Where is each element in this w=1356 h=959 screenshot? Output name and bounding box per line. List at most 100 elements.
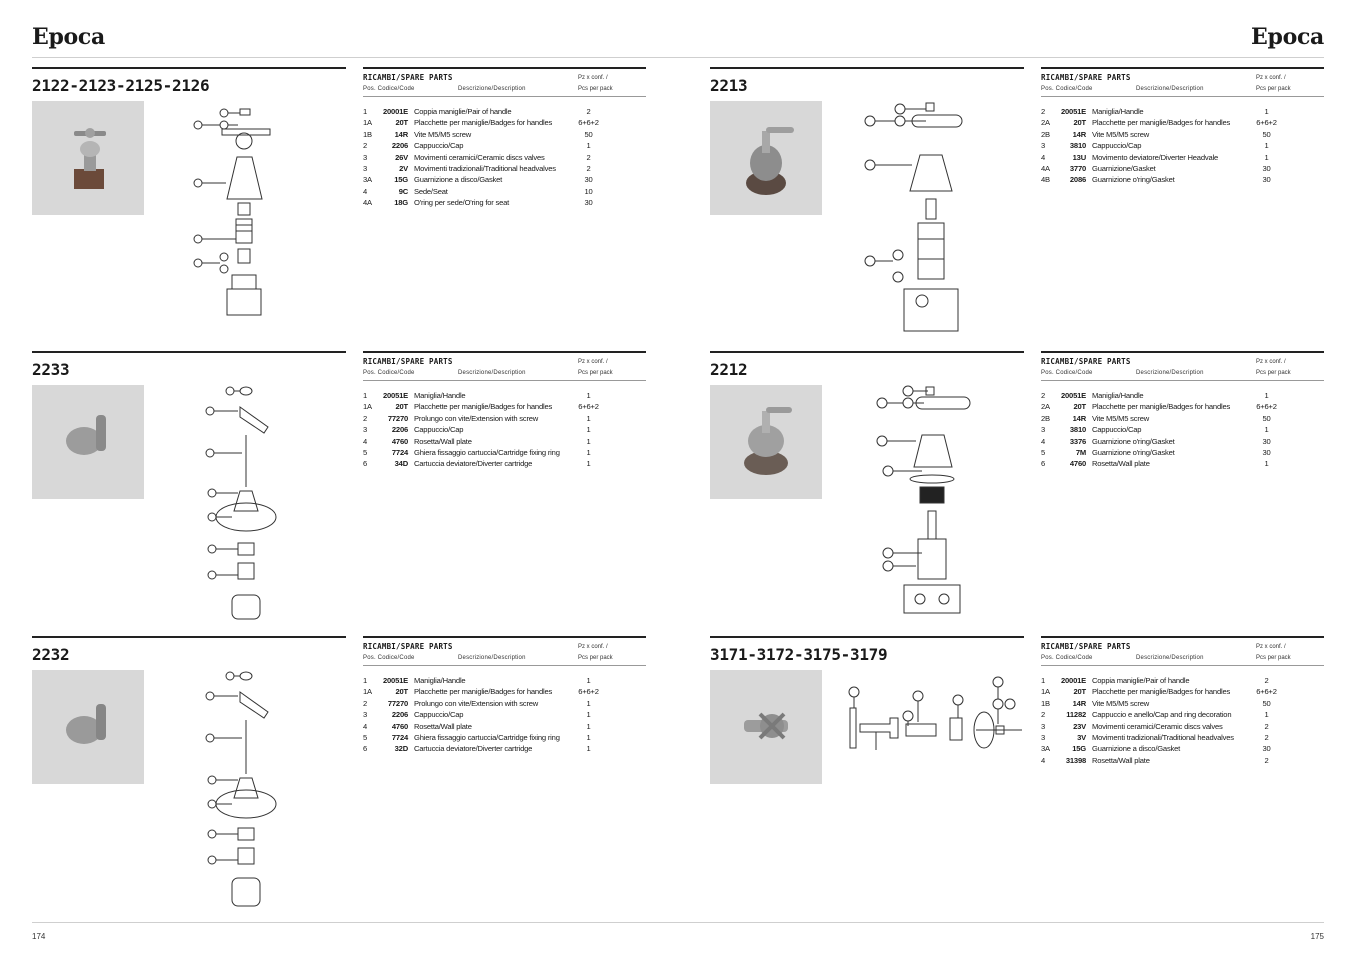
part-position: 2B xyxy=(1041,413,1050,423)
part-quantity: 1 xyxy=(586,413,591,423)
part-description: Rosetta/Wall plate xyxy=(1092,459,1150,469)
part-description: Placchette per maniglie/Badges for handl… xyxy=(414,687,553,697)
spare-parts-table: RICAMBI/SPARE PARTS Pos. Codice/Code Des… xyxy=(363,67,646,209)
part-position: 6 xyxy=(363,744,368,754)
part-description: Cartuccia deviatore/Diverter cartridge xyxy=(414,459,533,469)
part-position: 6 xyxy=(1041,459,1046,469)
part-quantity: 30 xyxy=(1262,447,1271,457)
part-code: 3810 xyxy=(1069,141,1086,151)
part-quantity: 1 xyxy=(586,141,591,151)
title-rule xyxy=(710,67,1024,69)
product-photo xyxy=(710,101,822,215)
part-description: Maniglia/Handle xyxy=(1092,391,1144,400)
part-quantity: 50 xyxy=(1262,413,1271,423)
part-quantity: 2 xyxy=(586,152,591,162)
header-pos-code: Pos. Codice/Code xyxy=(1041,86,1093,92)
part-quantity: 50 xyxy=(584,129,593,139)
product-photo xyxy=(710,670,822,784)
part-code: 7724 xyxy=(391,732,408,742)
header-pos-code: Pos. Codice/Code xyxy=(1041,655,1093,661)
part-description: Coppia maniglie/Pair of handle xyxy=(1092,676,1190,685)
part-code: 77270 xyxy=(387,698,408,708)
header-qty-line2: Pcs per pack xyxy=(1256,370,1291,376)
part-quantity: 1 xyxy=(1264,141,1269,151)
part-code: 20T xyxy=(1073,118,1087,128)
product-photo xyxy=(32,101,144,215)
parts-title: RICAMBI/SPARE PARTS xyxy=(363,73,453,82)
part-code: 20T xyxy=(1073,402,1087,412)
part-quantity: 2 xyxy=(586,107,591,116)
part-code: 11282 xyxy=(1066,710,1086,720)
part-description: Maniglia/Handle xyxy=(414,391,466,400)
part-quantity: 2 xyxy=(1264,676,1269,685)
part-description: Movimenti ceramici/Ceramic discs valves xyxy=(414,152,545,162)
part-description: Guarnizione/Gasket xyxy=(1092,163,1156,173)
brand-title-right: Epoca xyxy=(1251,24,1324,50)
part-description: Vite M5/M5 screw xyxy=(1092,698,1150,708)
parts-title: RICAMBI/SPARE PARTS xyxy=(1041,73,1131,82)
title-rule xyxy=(32,351,346,353)
part-position: 3 xyxy=(1041,732,1046,742)
part-description: Cappuccio/Cap xyxy=(1092,141,1142,151)
part-position: 2 xyxy=(363,698,368,708)
part-position: 3 xyxy=(363,425,368,435)
part-description: Vite M5/M5 screw xyxy=(1092,129,1150,139)
exploded-drawing xyxy=(846,668,1022,768)
product-photo xyxy=(32,670,144,784)
part-code: 3810 xyxy=(1069,425,1086,435)
part-description: Placchette per maniglie/Badges for handl… xyxy=(1092,687,1231,697)
part-description: Guarnizione o'ring/Gasket xyxy=(1092,436,1175,446)
product-code: 2213 xyxy=(710,76,748,95)
part-description: Cappuccio/Cap xyxy=(414,710,464,720)
part-code: 77270 xyxy=(387,413,408,423)
part-position: 4B xyxy=(1041,175,1050,185)
part-code: 7724 xyxy=(391,447,408,457)
part-position: 4 xyxy=(363,721,368,731)
page-number-right: 175 xyxy=(1310,932,1324,941)
parts-title: RICAMBI/SPARE PARTS xyxy=(363,642,453,651)
part-description: Guarnizione a disco/Gasket xyxy=(414,175,503,185)
part-quantity: 1 xyxy=(1264,710,1269,720)
part-position: 3 xyxy=(363,152,368,162)
part-description: Prolungo con vite/Extension with screw xyxy=(414,413,539,423)
part-code: 3376 xyxy=(1069,436,1086,446)
part-position: 1 xyxy=(363,676,368,685)
part-code: 4760 xyxy=(391,721,408,731)
part-position: 3A xyxy=(363,175,372,185)
part-quantity: 1 xyxy=(586,436,591,446)
part-position: 1A xyxy=(363,687,372,697)
exploded-drawing xyxy=(182,99,342,317)
part-description: Movimenti tradizionali/Traditional headv… xyxy=(1092,732,1234,742)
header-qty-line1: Pz x conf. / xyxy=(578,75,608,81)
part-quantity: 6+6+2 xyxy=(578,118,599,128)
part-quantity: 30 xyxy=(1262,175,1271,185)
part-position: 2 xyxy=(1041,107,1046,116)
part-position: 2 xyxy=(363,413,368,423)
part-quantity: 1 xyxy=(586,447,591,457)
part-position: 4 xyxy=(1041,436,1046,446)
part-position: 1A xyxy=(363,118,372,128)
part-description: Placchette per maniglie/Badges for handl… xyxy=(1092,402,1231,412)
part-quantity: 30 xyxy=(584,198,593,208)
header-pos-code: Pos. Codice/Code xyxy=(363,86,415,92)
part-position: 3A xyxy=(1041,744,1050,754)
title-rule xyxy=(32,636,346,638)
part-quantity: 1 xyxy=(586,721,591,731)
part-code: 7M xyxy=(1075,447,1086,457)
product-code: 2233 xyxy=(32,360,70,379)
part-position: 2B xyxy=(1041,129,1050,139)
part-position: 4 xyxy=(363,436,368,446)
part-quantity: 1 xyxy=(586,744,591,754)
part-description: Placchette per maniglie/Badges for handl… xyxy=(414,118,553,128)
